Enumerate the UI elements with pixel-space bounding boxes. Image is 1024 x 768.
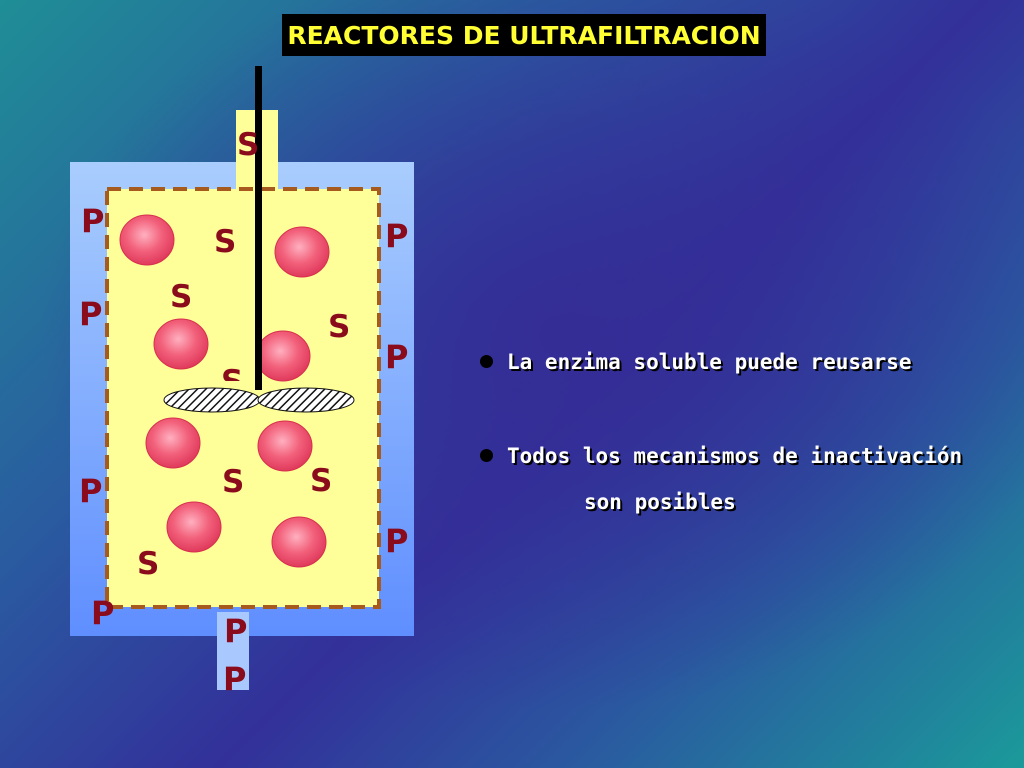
bullet-item: La enzima soluble puede reusarse <box>480 350 912 374</box>
bullet-dot-icon <box>480 448 493 462</box>
substrate-label: S <box>170 279 193 315</box>
enzyme-sphere-icon <box>119 214 175 266</box>
enzyme-sphere-icon <box>153 318 209 370</box>
bullet-continuation-text: son posibles <box>584 490 736 514</box>
hatched-paddle-icon <box>257 387 355 413</box>
product-label: P <box>224 612 248 650</box>
product-label: P <box>79 472 103 510</box>
title-box: REACTORES DE ULTRAFILTRACION <box>282 14 766 56</box>
hatched-paddle-icon <box>163 387 261 413</box>
substrate-label: S <box>310 463 333 499</box>
substrate-label: S <box>137 546 160 582</box>
substrate-label: S <box>214 224 237 260</box>
bullet-dot-icon <box>480 354 493 368</box>
enzyme-sphere-icon <box>166 501 222 553</box>
enzyme-sphere-icon <box>257 420 313 472</box>
slide-title: REACTORES DE ULTRAFILTRACION <box>287 20 761 50</box>
product-label: P <box>223 660 247 698</box>
outlet-tube <box>217 612 249 690</box>
substrate-label: S <box>328 309 351 345</box>
product-label: P <box>79 295 103 333</box>
product-label: P <box>91 594 115 632</box>
bullet-continuation: son posibles <box>584 490 736 514</box>
bullet-item: Todos los mecanismos de inactivación <box>480 444 962 468</box>
product-label: P <box>385 217 409 255</box>
product-label: P <box>385 338 409 376</box>
enzyme-sphere-icon <box>274 226 330 278</box>
product-label: P <box>385 522 409 560</box>
enzyme-sphere-icon <box>145 417 201 469</box>
enzyme-sphere-icon <box>271 516 327 568</box>
substrate-label: S <box>221 367 243 381</box>
product-label: P <box>81 202 105 240</box>
ultrafiltration-membrane <box>105 187 381 609</box>
substrate-label: S <box>222 464 245 500</box>
bullet-text: Todos los mecanismos de inactivación <box>507 444 963 468</box>
substrate-label: S <box>237 127 260 163</box>
enzyme-sphere-icon <box>255 330 311 382</box>
stirrer-rod-icon <box>255 66 262 390</box>
bullet-text: La enzima soluble puede reusarse <box>507 350 912 374</box>
enzyme-group <box>119 214 330 568</box>
